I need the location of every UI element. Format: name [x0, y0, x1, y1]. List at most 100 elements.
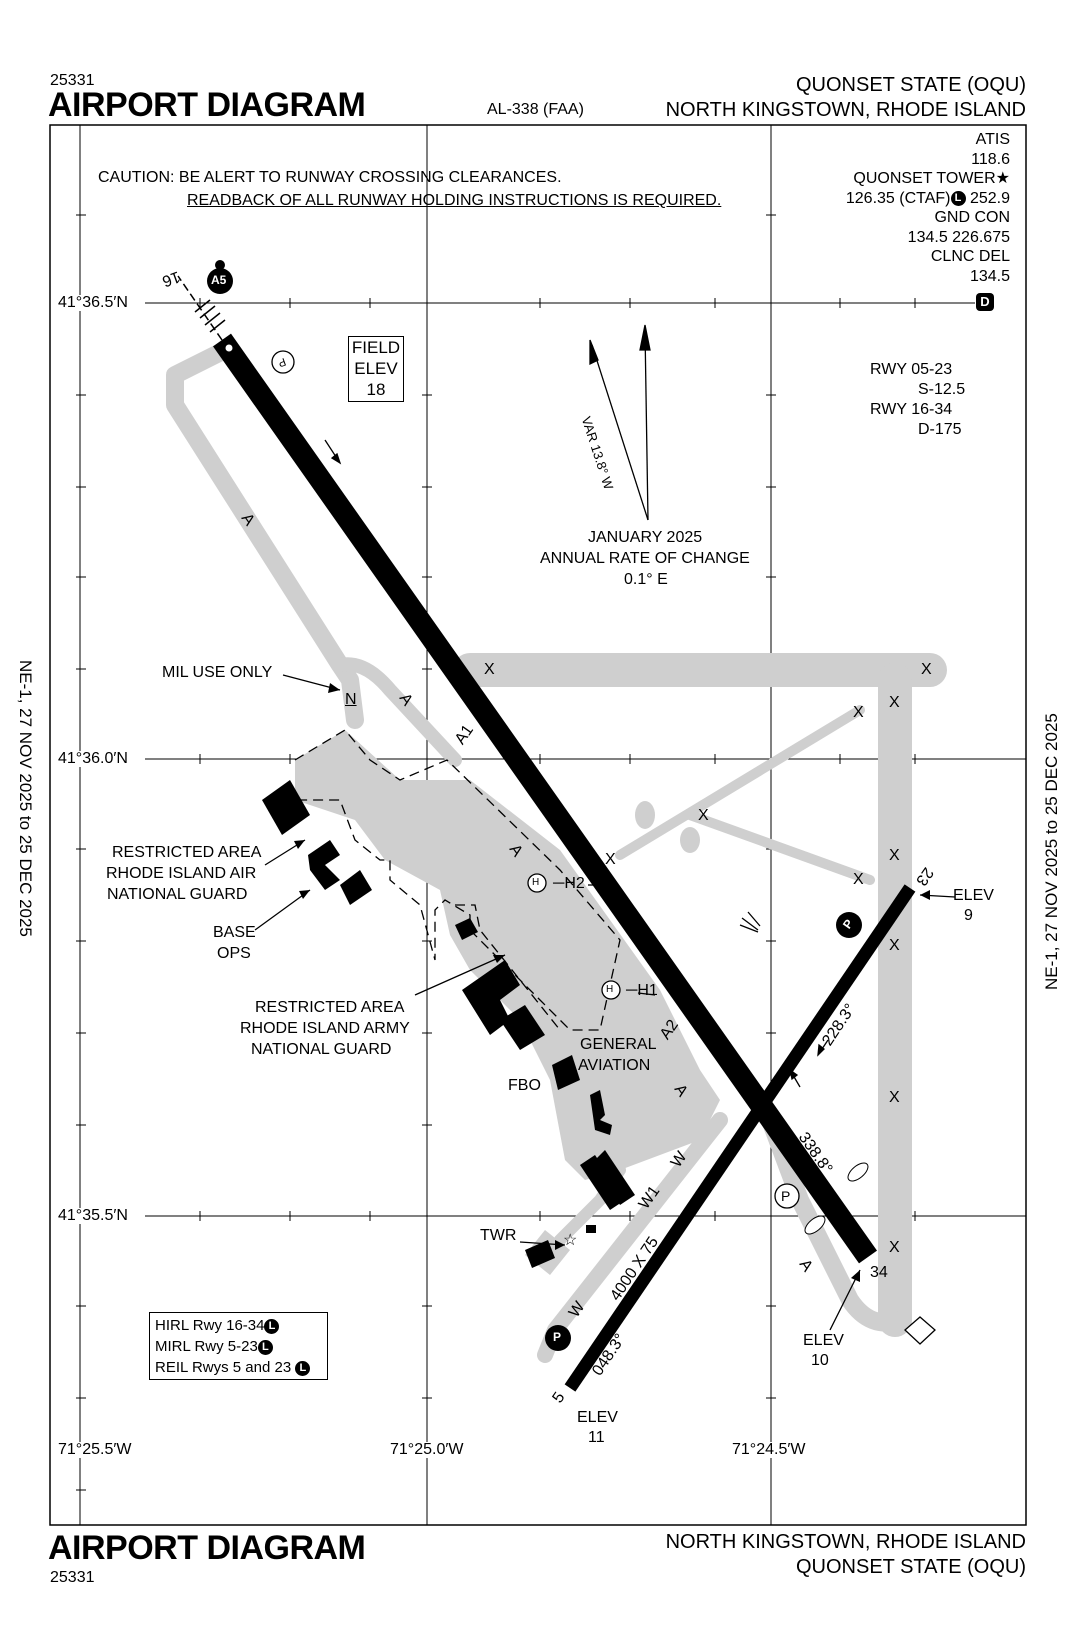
beacon-icon [739, 911, 761, 933]
atis-freq: 118.6 [971, 150, 1010, 168]
hold-h2-label: ─H2 [553, 875, 585, 892]
gnd-label: GND CON [934, 209, 1010, 226]
atis-label: ATIS [975, 131, 1010, 148]
footer-location: NORTH KINGSTOWN, RHODE ISLAND [665, 1531, 1026, 1553]
hold-h1-label: ─H1 [626, 982, 658, 999]
elev-5-value: 11 [588, 1429, 605, 1446]
hold-h2-icon: H [532, 877, 540, 888]
footer-airport-name: QUONSET STATE (OQU) [795, 1556, 1026, 1578]
field-elev-line1: FIELD [351, 338, 401, 357]
hotspot-a5-icon: A5 [211, 273, 227, 287]
ri-army-line-3: NATIONAL GUARD [251, 1041, 392, 1058]
parking-p-icon-4: P [553, 1330, 562, 1344]
marker-box [904, 1316, 936, 1345]
elev-23-label: ELEV [953, 887, 994, 904]
lat-label-2: 41°36.0′N [58, 750, 128, 767]
frequency-block: ATIS 118.6 QUONSET TOWER★ 126.35 (CTAF)L… [846, 130, 1010, 286]
taxiway-n-label: N [345, 691, 357, 708]
legend-row-3: REIL Rwys 5 and 23 L [155, 1357, 322, 1378]
chart-code: AL-338 (FAA) [487, 101, 584, 118]
closed-x-4: X [853, 704, 864, 721]
closed-x-1: X [484, 661, 495, 678]
legend-reil: REIL Rwys 5 and 23 [155, 1359, 292, 1376]
runway-34-label: 34 [870, 1264, 888, 1281]
approach-lights [177, 275, 226, 341]
h2-text: H2 [564, 875, 585, 892]
base-ops-line-2: OPS [217, 945, 251, 962]
field-elev-value: 18 [366, 380, 386, 399]
variation-line2: ANNUAL RATE OF CHANGE [540, 550, 750, 567]
elev-34-label: ELEV [803, 1332, 844, 1349]
runway-05-23 [564, 884, 916, 1392]
elev-5-label: ELEV [577, 1409, 618, 1426]
field-elev-line2: ELEV [354, 359, 398, 378]
closed-x-7: X [889, 847, 900, 864]
rwy-strength-1-value: S-12.5 [918, 381, 966, 398]
tower-freq-row: 126.35 (CTAF)L 252.9 [846, 189, 1010, 209]
restricted-boundaries [294, 729, 621, 1031]
procedure-number: 25331 [50, 72, 95, 89]
tower-label: QUONSET TOWER [853, 170, 996, 187]
clnc-label: CLNC DEL [930, 248, 1010, 265]
airport-location: NORTH KINGSTOWN, RHODE ISLAND [665, 99, 1026, 121]
ri-army-line-2: RHODE ISLAND ARMY [240, 1020, 410, 1037]
callout-arrowheads [294, 683, 930, 1282]
lon-label-3: 71°24.5′W [732, 1441, 806, 1458]
tower-freq-ctaf: 126.35 (CTAF) [845, 189, 951, 207]
general-aviation-line-1: GENERAL [580, 1036, 657, 1053]
rwy-strength-2: RWY 16-34 [870, 401, 953, 418]
closed-x-8: X [853, 871, 864, 888]
legend-hirl: HIRL Rwy 16-34 [155, 1317, 265, 1334]
d-badge-icon: D [976, 293, 994, 311]
ri-air-line-1: RESTRICTED AREA [112, 844, 262, 861]
caution-line-2: READBACK OF ALL RUNWAY HOLDING INSTRUCTI… [187, 192, 722, 209]
legend-badge-icon-1: L [264, 1318, 280, 1334]
tower-star-icon: ☆ [563, 1232, 578, 1249]
ri-army-line-1: RESTRICTED AREA [255, 999, 405, 1016]
closed-x-2: X [921, 661, 932, 678]
footer-title: AIRPORT DIAGRAM [48, 1529, 366, 1567]
hold-circles [271, 350, 800, 1209]
clnc-freq: 134.5 [969, 267, 1010, 285]
footer-procedure-number: 25331 [50, 1569, 95, 1586]
effective-dates-left: NE-1, 27 NOV 2025 to 25 DEC 2025 [16, 660, 35, 937]
variation-line3: 0.1° E [624, 571, 668, 588]
closed-x-6: X [605, 851, 616, 868]
closed-x-5: X [698, 807, 709, 824]
base-ops-line-1: BASE [213, 924, 256, 941]
elev-34-value: 10 [811, 1352, 829, 1369]
map-frame [49, 124, 1027, 1526]
rwy-strength-1: RWY 05-23 [870, 361, 953, 378]
legend-badge-icon-2: L [257, 1339, 273, 1355]
fbo-label: FBO [508, 1077, 541, 1094]
airport-name: QUONSET STATE (OQU) [795, 74, 1026, 96]
effective-dates-right: NE-1, 27 NOV 2025 to 25 DEC 2025 [1042, 713, 1061, 990]
h1-text: H1 [637, 982, 658, 999]
ri-air-line-2: RHODE ISLAND AIR [106, 865, 257, 882]
gnd-freq: 134.5 226.675 [907, 228, 1010, 246]
ri-air-line-3: NATIONAL GUARD [107, 886, 248, 903]
general-aviation-line-2: AVIATION [578, 1057, 651, 1074]
star-icon: ★ [995, 170, 1010, 187]
lighting-badge-icon: L [950, 190, 966, 206]
lon-label-2: 71°25.0′W [390, 1441, 464, 1458]
wind-cones [804, 1162, 869, 1235]
caution-line-1: CAUTION: BE ALERT TO RUNWAY CROSSING CLE… [98, 169, 562, 186]
lon-label-1: 71°25.5′W [58, 1441, 132, 1458]
buildings [262, 780, 635, 1268]
closed-x-10: X [889, 1089, 900, 1106]
chart-title: AIRPORT DIAGRAM [48, 86, 366, 124]
heading-arrows [324, 439, 829, 1301]
rwy-strength-2-value: D-175 [918, 421, 962, 438]
lat-label-3: 41°35.5′N [58, 1207, 128, 1224]
hold-h1-icon: H [606, 984, 614, 995]
tower-label: TWR [480, 1227, 517, 1244]
north-arrows [589, 324, 651, 521]
variation-line1: JANUARY 2025 [588, 529, 703, 546]
field-elevation-box: FIELD ELEV 18 [348, 336, 404, 402]
legend-badge-icon-3: L [295, 1360, 311, 1376]
lat-label-1: 41°36.5′N [58, 294, 128, 311]
elev-23-value: 9 [964, 907, 973, 924]
